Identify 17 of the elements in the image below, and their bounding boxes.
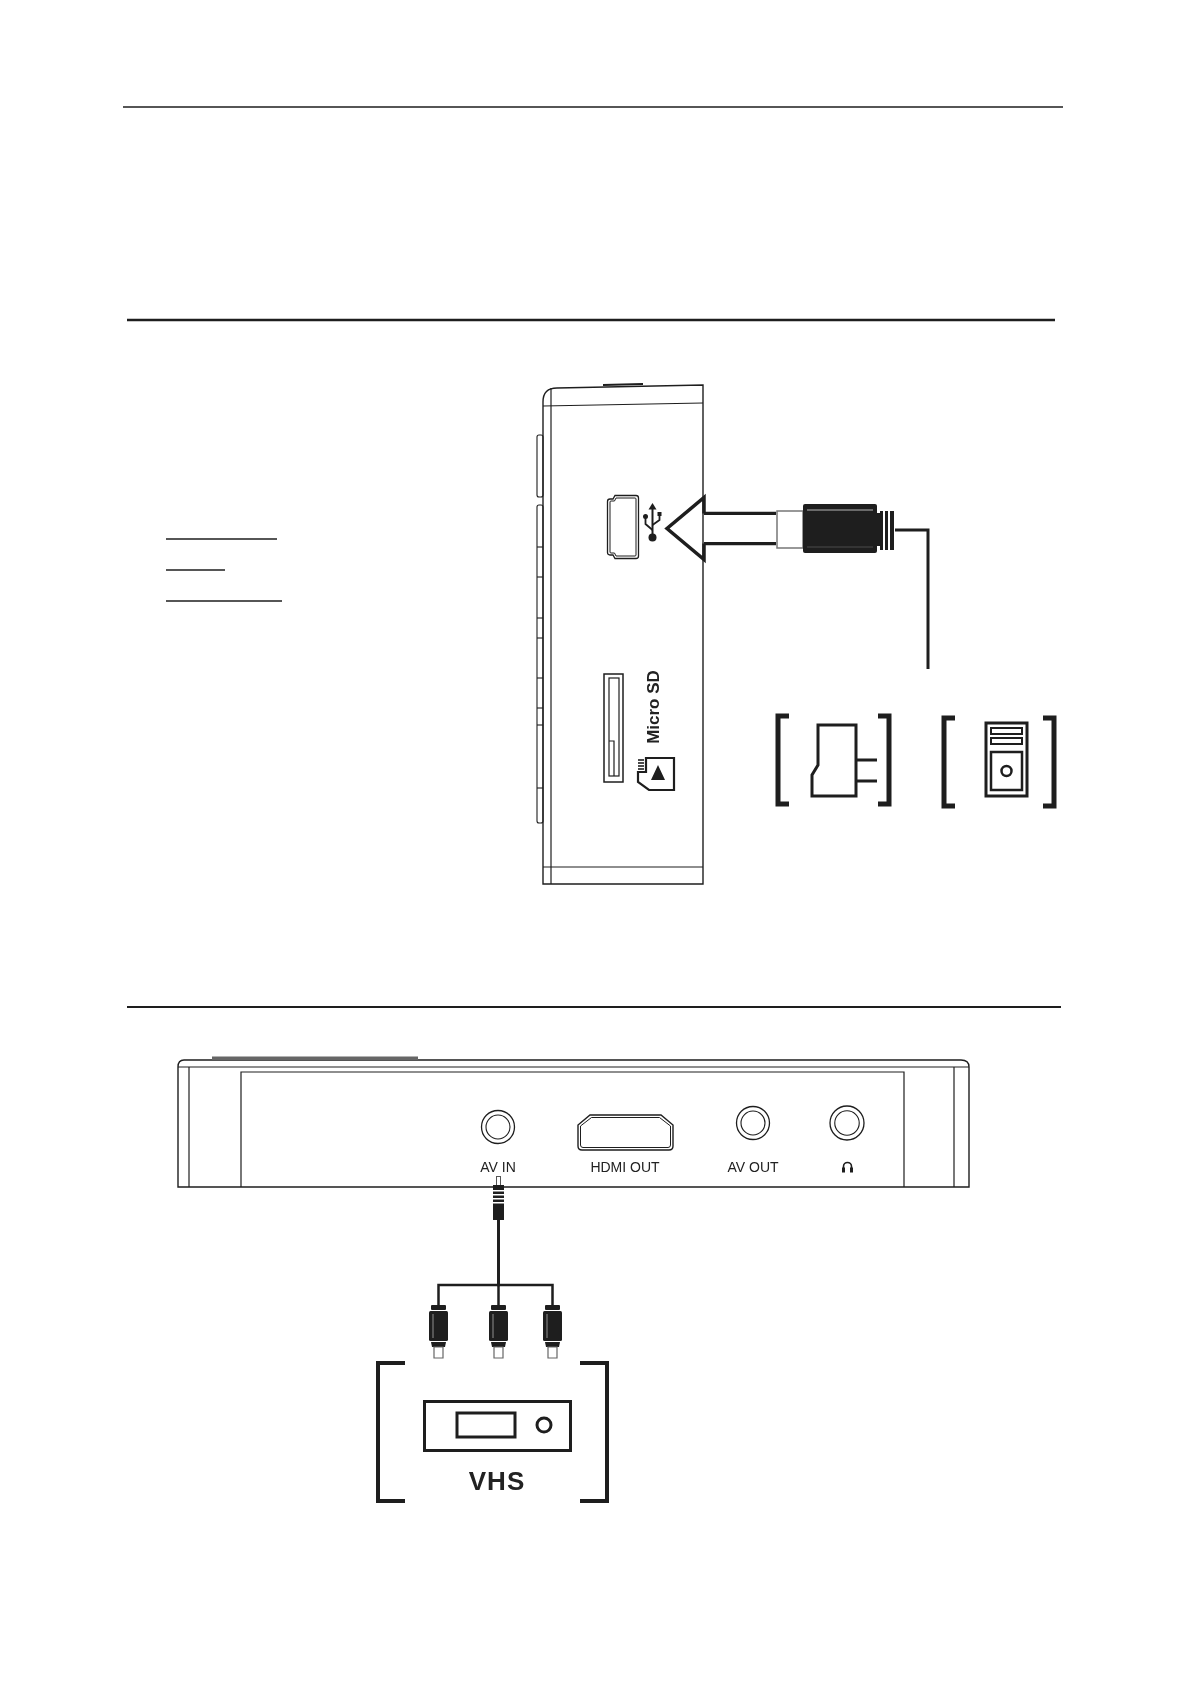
usb-plug bbox=[776, 503, 895, 554]
port-label: AV OUT bbox=[727, 1160, 779, 1174]
device-body bbox=[535, 380, 705, 886]
rca-plug bbox=[543, 1305, 562, 1359]
audio-plug bbox=[492, 1176, 505, 1220]
rca-plug bbox=[429, 1305, 448, 1359]
cable bbox=[895, 528, 930, 669]
cable bbox=[497, 1220, 554, 1305]
port-label: HDMI OUT bbox=[590, 1160, 660, 1174]
slot-label: Micro SD bbox=[644, 670, 662, 744]
port-label: AV IN bbox=[480, 1160, 516, 1174]
rca-plug bbox=[489, 1305, 508, 1359]
device-body bbox=[176, 1055, 971, 1189]
power-adapter bbox=[773, 713, 894, 807]
desktop-computer bbox=[939, 715, 1059, 809]
jack-icon bbox=[829, 1105, 865, 1141]
device-label: VHS bbox=[468, 1468, 526, 1494]
